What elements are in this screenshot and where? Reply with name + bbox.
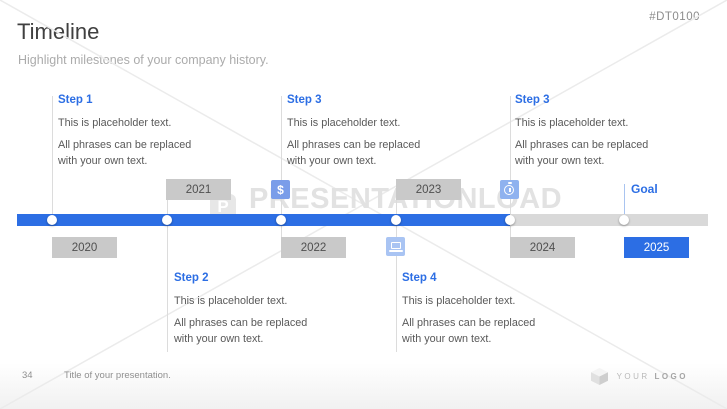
timeline-bar-progress <box>17 214 510 226</box>
step-2-block: Step 2 This is placeholder text. All phr… <box>174 272 326 353</box>
step-3-block-middle: Step 3 This is placeholder text. All phr… <box>287 94 439 175</box>
milestone-dot-2023 <box>391 215 401 225</box>
footer-strip <box>0 363 727 409</box>
connector-line-2022 <box>281 226 282 237</box>
logo-word-logo: LOGO <box>654 372 688 381</box>
step-4-label: Step 4 <box>402 272 437 284</box>
dollar-icon: $ <box>271 180 290 199</box>
page-title: Timeline <box>17 19 100 44</box>
year-box-2022: 2022 <box>281 237 346 258</box>
step-3-block-right: Step 3 This is placeholder text. All phr… <box>515 94 667 175</box>
logo-area: YOUR LOGO <box>590 368 688 385</box>
connector-line-step3a <box>281 96 282 214</box>
template-code: #DT0100 <box>649 11 700 23</box>
watermark-logo-letter: P <box>217 197 229 216</box>
step-3-middle-text-1: This is placeholder text. <box>287 117 401 129</box>
year-box-2025-goal: 2025 <box>624 237 689 258</box>
year-box-2024: 2024 <box>510 237 575 258</box>
goal-label: Goal <box>631 182 658 196</box>
milestone-dot-2024 <box>505 215 515 225</box>
connector-line-step1 <box>52 96 53 214</box>
page-subtitle: Highlight milestones of your company his… <box>18 53 269 67</box>
step-4-text-2: All phrases can be replaced with your ow… <box>402 316 536 346</box>
milestone-dot-2022 <box>276 215 286 225</box>
step-3-right-text-1: This is placeholder text. <box>515 117 629 129</box>
step-4-text-1: This is placeholder text. <box>402 295 516 307</box>
step-2-text-1: This is placeholder text. <box>174 295 288 307</box>
step-1-text-2: All phrases can be replaced with your ow… <box>58 138 192 168</box>
page-number: 34 <box>22 370 33 381</box>
connector-line-2023 <box>396 200 397 214</box>
logo-text: YOUR LOGO <box>617 372 688 381</box>
dollar-glyph: $ <box>277 182 284 197</box>
logo-word-your: YOUR <box>616 372 650 381</box>
milestone-dot-2021 <box>162 215 172 225</box>
step-2-label: Step 2 <box>174 272 209 284</box>
milestone-dot-2020 <box>47 215 57 225</box>
year-box-2020: 2020 <box>52 237 117 258</box>
connector-line-step3b <box>510 96 511 214</box>
step-4-block: Step 4 This is placeholder text. All phr… <box>402 272 554 353</box>
milestone-dot-2025 <box>619 215 629 225</box>
connector-line-step2 <box>167 226 168 352</box>
step-3-middle-text-2: All phrases can be replaced with your ow… <box>287 138 421 168</box>
step-1-text-1: This is placeholder text. <box>58 117 172 129</box>
step-1-label: Step 1 <box>58 94 93 106</box>
laptop-icon <box>386 237 405 256</box>
connector-line-2024 <box>510 226 511 237</box>
stopwatch-icon <box>500 180 519 199</box>
step-3-right-text-2: All phrases can be replaced with your ow… <box>515 138 649 168</box>
year-box-2023: 2023 <box>396 179 461 200</box>
footer-presentation-title: Title of your presentation. <box>64 370 171 381</box>
logo-cube-icon <box>590 368 608 385</box>
timeline-bar-remaining <box>510 214 708 226</box>
connector-line-step4 <box>396 226 397 352</box>
connector-line-goal <box>624 184 625 214</box>
step-3-label-right: Step 3 <box>515 94 550 106</box>
step-3-label-middle: Step 3 <box>287 94 322 106</box>
step-1-block: Step 1 This is placeholder text. All phr… <box>58 94 210 175</box>
year-box-2021: 2021 <box>166 179 231 200</box>
step-2-text-2: All phrases can be replaced with your ow… <box>174 316 308 346</box>
